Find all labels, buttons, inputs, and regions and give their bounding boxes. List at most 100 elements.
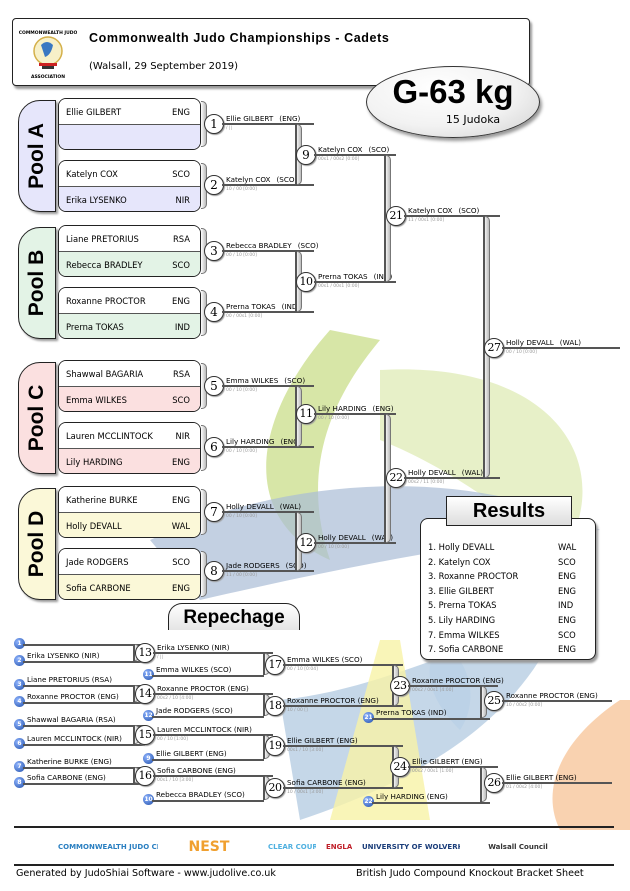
- winner-name: Ellie GILBERT (ENG): [287, 736, 358, 745]
- winner-name: Lily HARDING: [226, 437, 275, 446]
- match-winner[interactable]: Ellie GILBERT (ENG): [412, 757, 483, 766]
- repechage-entrant[interactable]: Sofia CARBONE (ENG): [27, 773, 106, 782]
- match-winner[interactable]: Katelyn COX(SCO): [408, 206, 479, 215]
- winner-name: Katelyn COX: [226, 175, 271, 184]
- match-winner[interactable]: Sofia CARBONE (ENG): [287, 778, 366, 787]
- results-title: Results: [472, 500, 546, 522]
- match-winner[interactable]: Ellie GILBERT(ENG): [226, 114, 300, 123]
- repechage-entrant[interactable]: Shawwal BAGARIA (RSA): [27, 715, 116, 724]
- winner-name: Ellie GILBERT (ENG): [506, 773, 577, 782]
- competitor-country: WAL: [171, 521, 190, 531]
- winner-name: Emma WILKES (SCO): [287, 655, 363, 664]
- match-line: [314, 542, 396, 544]
- competitor-name: Ellie GILBERT: [66, 107, 122, 117]
- winner-country: (WAL): [461, 468, 484, 477]
- match-score: 00 / 10 [0:00]: [226, 514, 257, 519]
- match-winner[interactable]: Roxanne PROCTOR (ENG): [287, 696, 379, 705]
- repechage-entrant[interactable]: Erika LYSENKO (NIR): [27, 651, 100, 660]
- match-winner[interactable]: Erika LYSENKO (NIR): [157, 643, 230, 652]
- match-winner[interactable]: Holly DEVALL(WAL): [318, 533, 393, 542]
- competitor-name: Katelyn COX: [66, 169, 118, 179]
- match-winner[interactable]: Lily HARDING (ENG): [226, 437, 302, 446]
- match-score: 00s1 / 00s2 [0:00]: [318, 157, 360, 162]
- match-winner[interactable]: Lauren MCCLINTOCK (NIR): [157, 725, 252, 734]
- repechage-entrant[interactable]: Prerna TOKAS (IND): [376, 708, 447, 717]
- winner-name: Sofia CARBONE (ENG): [287, 778, 366, 787]
- seed-badge-5: 5: [14, 719, 25, 730]
- weight-category-badge: G-63 kg 15 Judoka: [366, 66, 540, 138]
- match-number-27: 27: [484, 338, 504, 358]
- repechage-entrant[interactable]: Roxanne PROCTOR (ENG): [27, 692, 119, 701]
- match-score: 00 / 10 [0:00]: [226, 388, 257, 393]
- result-row-country: ENG: [558, 571, 577, 582]
- match-winner[interactable]: Lily HARDING(ENG): [318, 404, 394, 413]
- match-score: / ||: [157, 655, 163, 660]
- repechage-entrant[interactable]: Liane PRETORIUS (RSA): [27, 675, 113, 684]
- seed-badge-22: 22: [363, 796, 374, 807]
- match-score: 00s2 / 10 [4:00]: [157, 696, 194, 701]
- match-winner[interactable]: Rebecca BRADLEY(SCO): [226, 241, 319, 250]
- match-number-15: 15: [135, 725, 155, 745]
- winner-name: Katelyn COX: [408, 206, 453, 215]
- match-winner[interactable]: Katelyn COX(SCO): [226, 175, 297, 184]
- match-winner[interactable]: Roxanne PROCTOR (ENG): [157, 684, 249, 693]
- sheet-type-text: British Judo Compound Knockout Bracket S…: [356, 868, 584, 879]
- entrant-line: [23, 783, 145, 785]
- repechage-entrant[interactable]: Katherine BURKE (ENG): [27, 757, 112, 766]
- match-winner[interactable]: Emma WILKES (SCO): [287, 655, 362, 664]
- match-line: [502, 782, 612, 784]
- repechage-entrant[interactable]: Lily HARDING (ENG): [376, 792, 448, 801]
- match-line: [153, 734, 273, 736]
- match-number-13: 13: [135, 643, 155, 663]
- repechage-entrant[interactable]: Lauren MCCLINTOCK (NIR): [27, 734, 122, 743]
- winner-country: (SCO): [284, 376, 306, 385]
- bracket-line: [133, 644, 135, 661]
- match-line: [222, 250, 314, 252]
- match-score: 00 / 10 [0:00]: [506, 350, 537, 355]
- winner-name: Holly DEVALL: [318, 533, 366, 542]
- match-score: 00 / 00s1 [0:00]: [226, 314, 263, 319]
- entrant-line: [372, 802, 490, 804]
- entrant-line: [23, 685, 145, 687]
- repechage-entrant[interactable]: Rebecca BRADLEY (SCO): [156, 790, 245, 799]
- match-winner[interactable]: Emma WILKES (SCO): [226, 376, 305, 385]
- match-number-14: 14: [135, 684, 155, 704]
- match-winner[interactable]: Holly DEVALL(WAL): [506, 338, 581, 347]
- match-winner[interactable]: Ellie GILBERT (ENG): [506, 773, 577, 782]
- match-winner[interactable]: Prerna TOKAS(IND): [318, 272, 392, 281]
- match-line: [222, 446, 314, 448]
- seed-badge-12: 12: [143, 710, 154, 721]
- bracket-line: [295, 386, 297, 447]
- winner-country: (ENG): [280, 437, 302, 446]
- pool-label-d: Pool D: [18, 488, 56, 600]
- competitor-name: Liane PRETORIUS: [66, 234, 139, 244]
- winner-name: Erika LYSENKO (NIR): [157, 643, 230, 652]
- match-number-1: 1: [204, 114, 224, 134]
- match-number-12: 12: [296, 533, 316, 553]
- match-number-24: 24: [390, 757, 410, 777]
- match-winner[interactable]: Roxanne PROCTOR (ENG): [506, 691, 598, 700]
- winner-country: (ENG): [372, 404, 394, 413]
- match-winner[interactable]: Katelyn COX(SCO): [318, 145, 389, 154]
- winner-name: Emma WILKES: [226, 376, 279, 385]
- repechage-title: Repechage: [183, 607, 285, 628]
- competitor-name: Prerna TOKAS: [66, 322, 124, 332]
- match-winner[interactable]: Roxanne PROCTOR (ENG): [412, 676, 504, 685]
- sponsor-name: UNIVERSITY OF WOLVERHAMPTON: [362, 843, 460, 851]
- match-winner[interactable]: Ellie GILBERT (ENG): [287, 736, 358, 745]
- match-winner[interactable]: Holly DEVALL(WAL): [408, 468, 483, 477]
- repechage-entrant[interactable]: Emma WILKES (SCO): [156, 665, 232, 674]
- match-winner[interactable]: Sofia CARBONE (ENG): [157, 766, 236, 775]
- result-row-country: SCO: [558, 556, 576, 567]
- match-winner[interactable]: Prerna TOKAS(IND): [226, 302, 300, 311]
- match-winner[interactable]: Holly DEVALL(WAL): [226, 502, 301, 511]
- result-row-country: ENG: [558, 585, 577, 596]
- match-score: 00 / 10 [0:00]: [318, 545, 349, 550]
- repechage-entrant[interactable]: Jade RODGERS (SCO): [156, 706, 233, 715]
- repechage-entrant[interactable]: Ellie GILBERT (ENG): [156, 749, 227, 758]
- pool-label-c: Pool C: [18, 362, 56, 474]
